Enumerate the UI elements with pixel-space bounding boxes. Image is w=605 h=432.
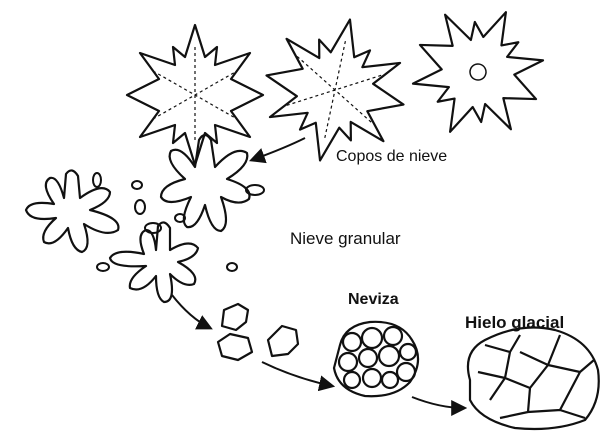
snowflake-1 [127, 25, 263, 165]
snowflake-3 [392, 0, 564, 159]
label-neviza: Neviza [348, 291, 399, 309]
granular-star-2 [26, 170, 118, 252]
grains [218, 304, 298, 360]
label-copos-de-nieve: Copos de nieve [336, 148, 447, 166]
glacier-ice-block [468, 328, 599, 429]
granular-bits [93, 173, 264, 271]
label-hielo-glacial: Hielo glacial [465, 313, 564, 333]
process-arrows [172, 138, 464, 408]
neviza-cluster [334, 322, 418, 396]
label-nieve-granular: Nieve granular [290, 229, 401, 249]
granular-star-3 [110, 222, 198, 302]
